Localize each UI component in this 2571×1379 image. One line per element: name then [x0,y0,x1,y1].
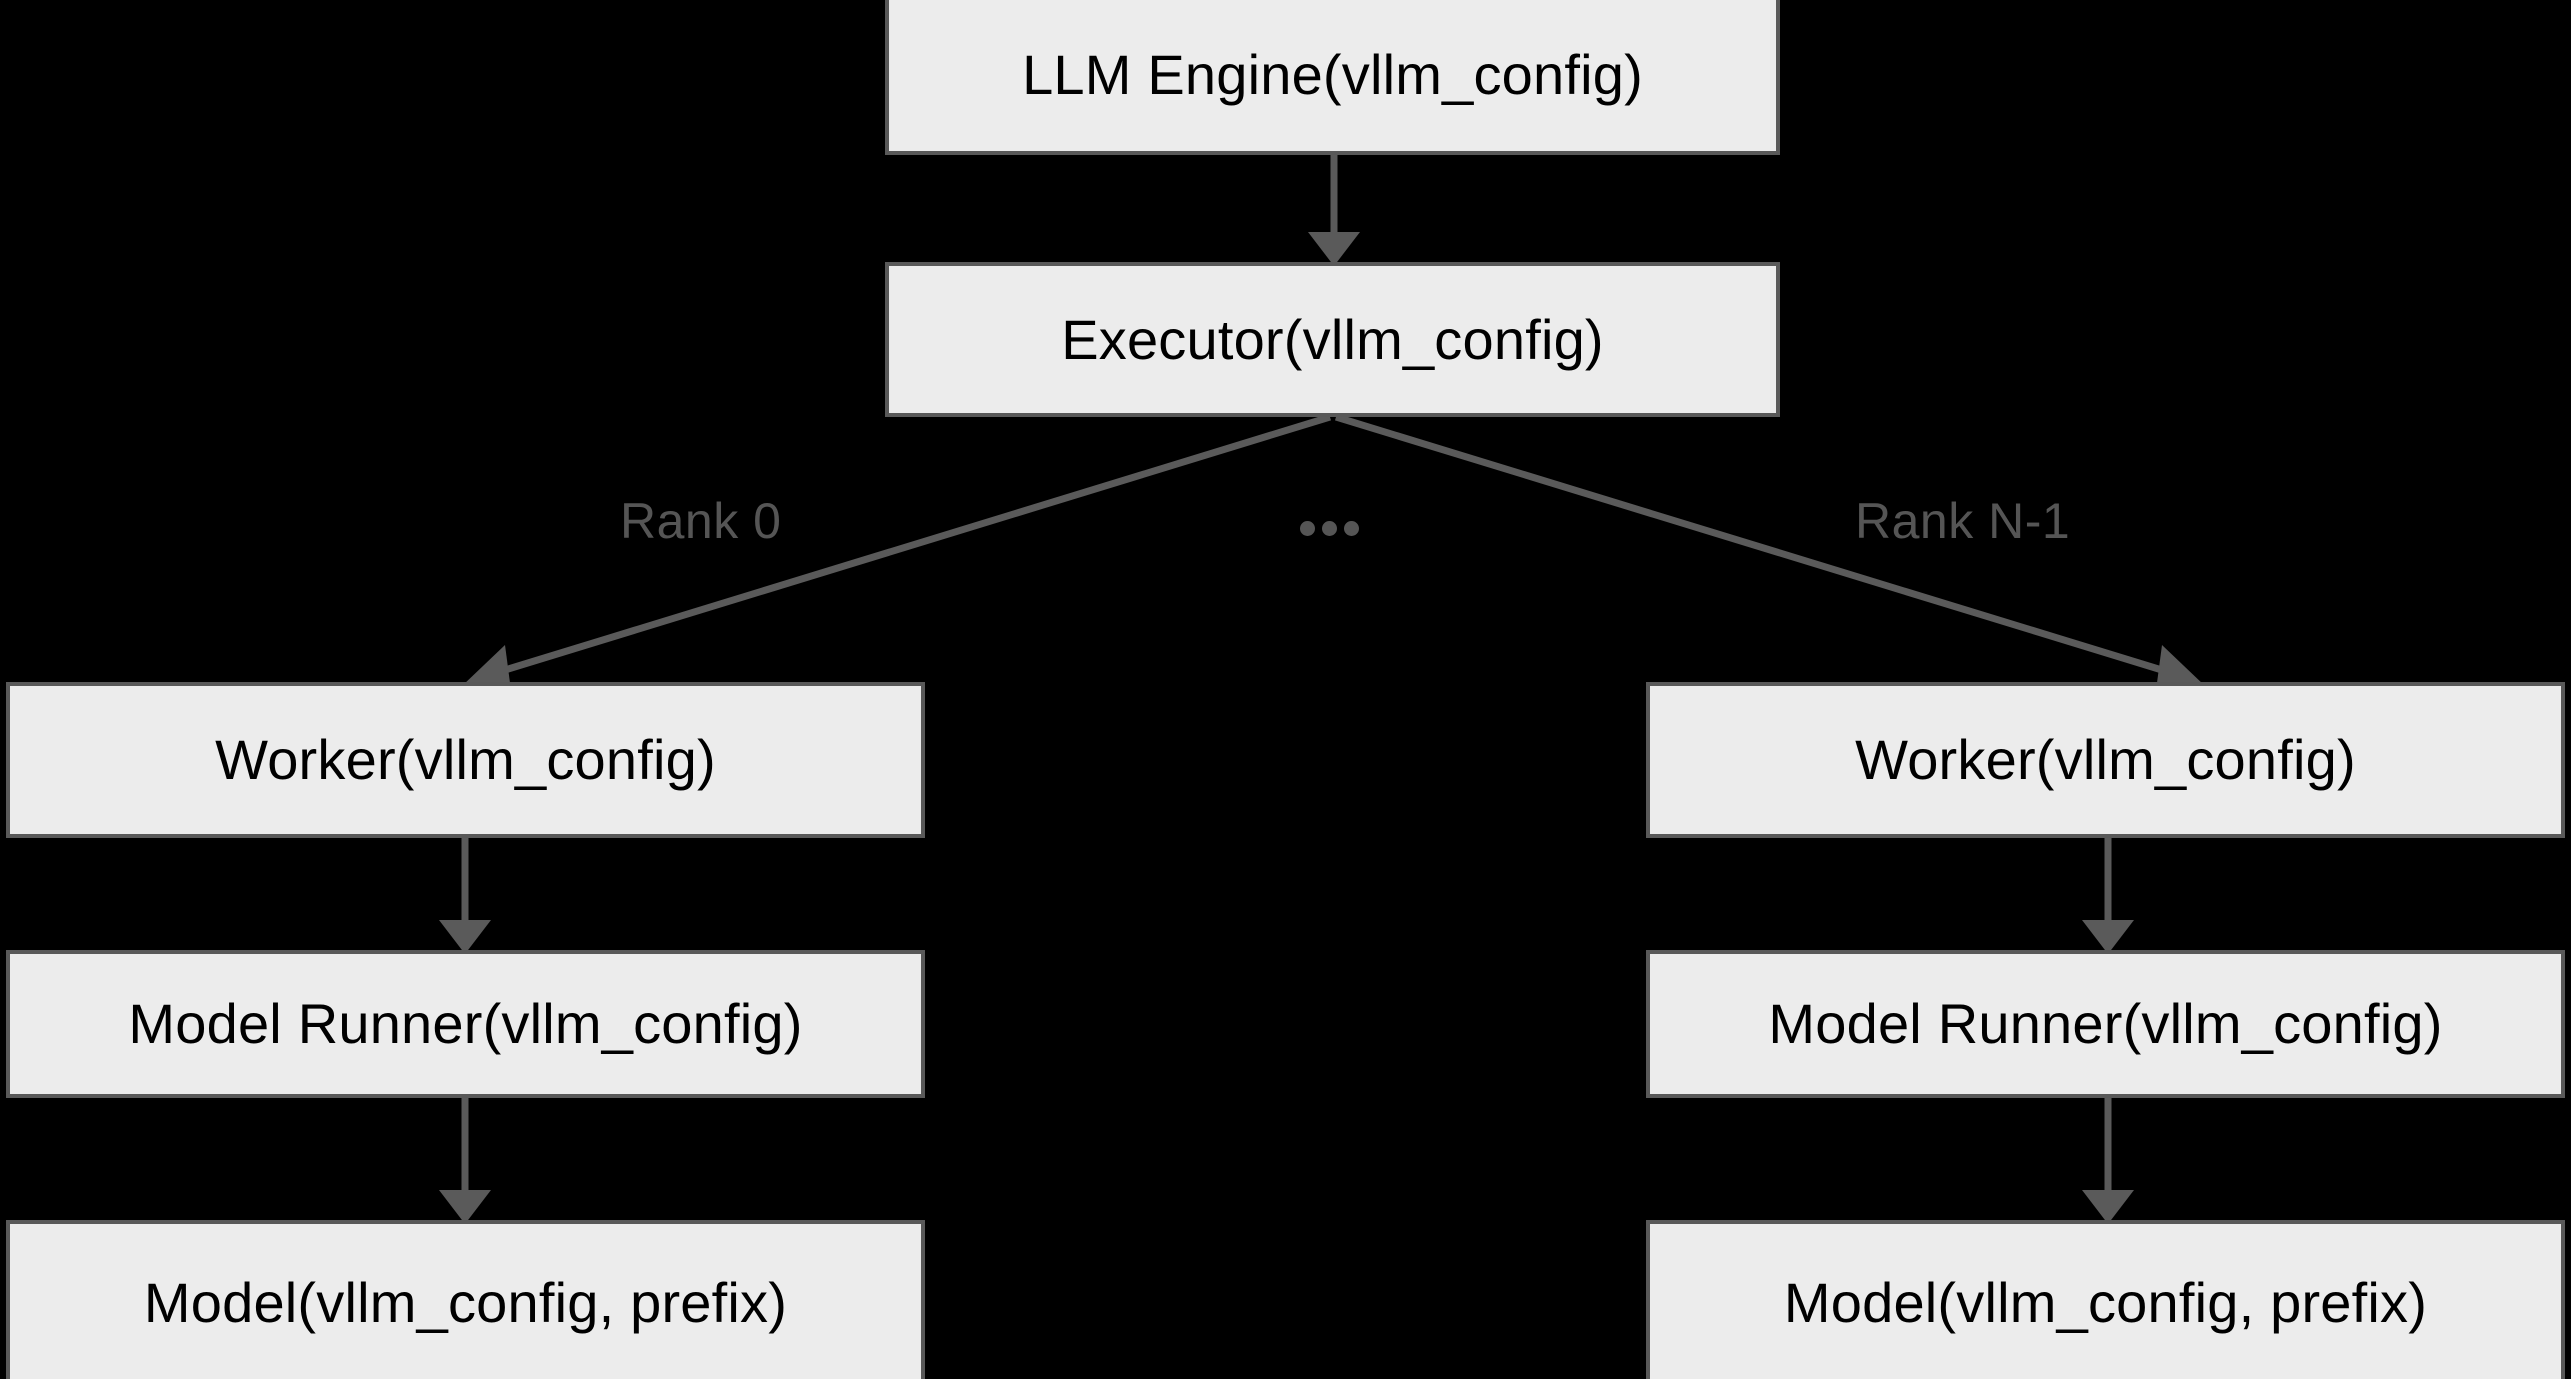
node-model-rank-n-label: Model(vllm_config, prefix) [1783,1270,2428,1334]
node-model-runner-rank-0-label: Model Runner(vllm_config) [128,992,803,1056]
ellipsis-dot-2 [1322,521,1337,536]
node-worker-rank-n[interactable]: Worker(vllm_config) [1646,682,2565,838]
edge-executor-to-worker-right [1334,413,2205,698]
node-model-runner-rank-n-label: Model Runner(vllm_config) [1768,992,2443,1056]
edge-label-ellipsis-icon [1300,521,1359,536]
ellipsis-dot-3 [1344,521,1359,536]
node-worker-rank-n-label: Worker(vllm_config) [1855,728,2356,792]
edge-model-runner-right-to-model-right [2082,1098,2134,1224]
edge-executor-to-worker-left [462,413,1332,698]
ellipsis-dot-1 [1300,521,1315,536]
edge-llm-engine-to-executor [1308,155,1360,266]
edge-label-rank-n-minus-1: Rank N-1 [1855,493,2071,549]
edge-label-rank-0: Rank 0 [620,493,782,549]
edge-model-runner-left-to-model-left [439,1098,491,1224]
node-worker-rank-0-label: Worker(vllm_config) [215,728,716,792]
edge-worker-right-to-model-runner-right [2082,838,2134,954]
node-llm-engine-label: LLM Engine(vllm_config) [1022,42,1643,106]
node-model-rank-0[interactable]: Model(vllm_config, prefix) [6,1220,925,1379]
node-executor[interactable]: Executor(vllm_config) [885,262,1780,417]
node-executor-label: Executor(vllm_config) [1061,307,1604,371]
edge-worker-left-to-model-runner-left [439,838,491,954]
node-llm-engine[interactable]: LLM Engine(vllm_config) [885,0,1780,155]
node-model-rank-n[interactable]: Model(vllm_config, prefix) [1646,1220,2565,1379]
node-worker-rank-0[interactable]: Worker(vllm_config) [6,682,925,838]
node-model-runner-rank-n[interactable]: Model Runner(vllm_config) [1646,950,2565,1098]
node-model-runner-rank-0[interactable]: Model Runner(vllm_config) [6,950,925,1098]
node-model-rank-0-label: Model(vllm_config, prefix) [143,1270,788,1334]
